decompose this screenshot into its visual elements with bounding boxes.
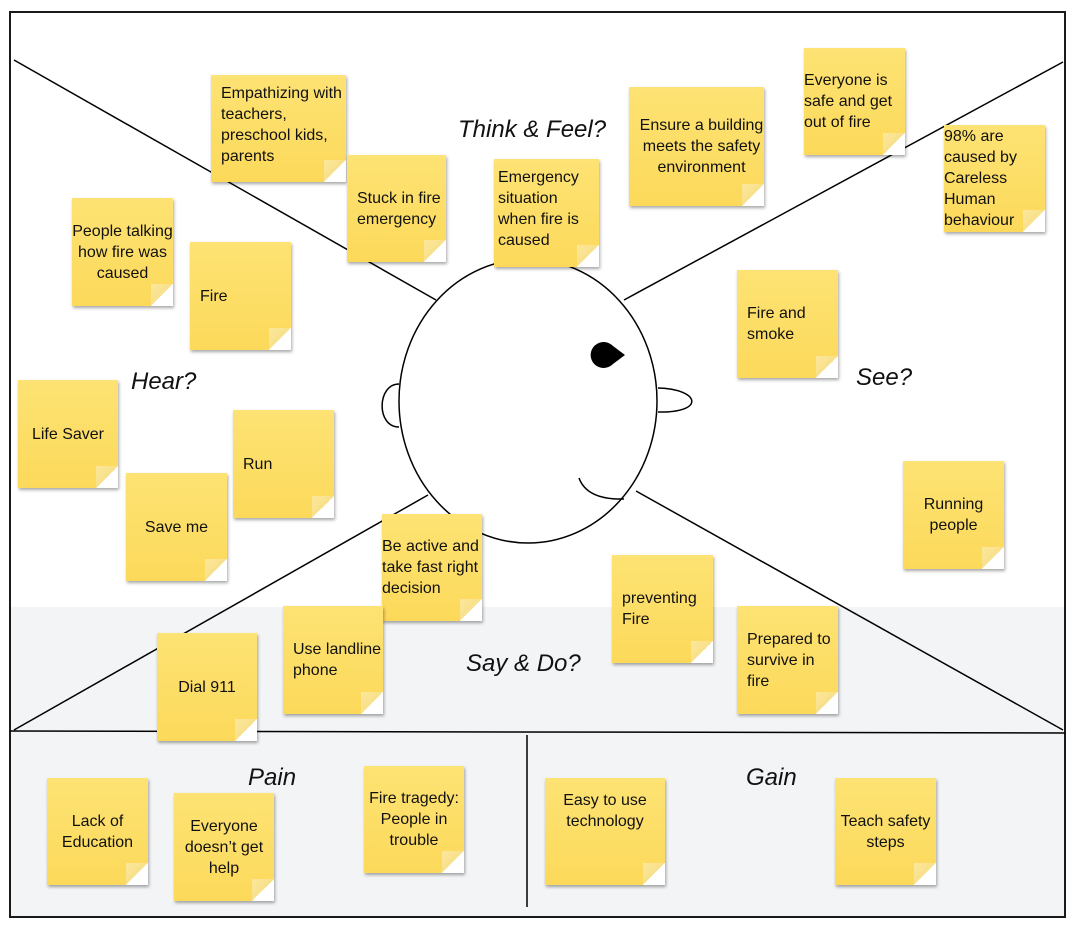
note-text: Ensure a building meets the safety envir…	[639, 117, 764, 176]
note-text: Be active and take fast right decision	[382, 538, 479, 597]
head-right-ear	[657, 387, 693, 413]
note-text: preventing Fire	[622, 590, 697, 628]
note-text: Life Saver	[31, 425, 105, 443]
note-text: Easy to use technology	[563, 792, 647, 830]
note-text: 98% are caused by Careless Human behavio…	[944, 128, 1017, 229]
note-text: Dial 911	[178, 678, 236, 696]
sticky-note-ensure[interactable]: Ensure a building meets the safety envir…	[629, 87, 764, 206]
note-text: Empathizing with teachers, preschool kid…	[221, 85, 342, 165]
sticky-note-fire-smoke[interactable]: Fire and smoke	[737, 270, 838, 378]
sticky-note-help[interactable]: Everyone doesn’t get help	[174, 793, 274, 901]
note-text: Stuck in fire emergency	[357, 189, 441, 228]
head-left-ear	[381, 383, 400, 428]
note-text: Run	[243, 455, 273, 473]
say-do-label: Say & Do?	[466, 650, 581, 677]
pain-label: Pain	[248, 764, 297, 791]
sticky-note-landline[interactable]: Use landline phone	[283, 606, 383, 714]
sticky-note-tragedy[interactable]: Fire tragedy: People in trouble	[364, 766, 464, 873]
gain-label: Gain	[746, 764, 797, 791]
head-smile	[578, 477, 625, 500]
note-text: Everyone is safe and get out of fire	[804, 72, 893, 131]
sticky-note-empathizing[interactable]: Empathizing with teachers, preschool kid…	[211, 75, 346, 182]
see-label: See?	[856, 364, 913, 391]
note-text: Teach safety steps	[840, 812, 931, 851]
sticky-note-people-talking[interactable]: People talking how fire was caused	[72, 198, 173, 306]
note-text: Lack of Education	[61, 812, 134, 851]
sticky-note-teach[interactable]: Teach safety steps	[835, 778, 936, 885]
sticky-note-emergency[interactable]: Emergency situation when fire is caused	[494, 159, 599, 267]
sticky-note-run[interactable]: Run	[233, 410, 334, 518]
sticky-note-running[interactable]: Running people	[903, 461, 1004, 569]
sticky-note-life-saver[interactable]: Life Saver	[18, 380, 118, 488]
diagonal-bottom-right	[635, 490, 1064, 731]
sticky-note-stuck[interactable]: Stuck in fire emergency	[347, 155, 446, 262]
sticky-note-everyone-safe[interactable]: Everyone is safe and get out of fire	[804, 48, 905, 155]
sticky-note-easy[interactable]: Easy to use technology	[545, 778, 665, 885]
note-text: Fire tragedy: People in trouble	[369, 790, 459, 849]
note-text: Emergency situation when fire is caused	[498, 169, 579, 249]
hear-label: Hear?	[131, 368, 197, 395]
note-text: Running people	[923, 496, 984, 534]
note-text: Use landline phone	[293, 641, 382, 679]
outer-border	[9, 11, 1066, 918]
sticky-note-careless[interactable]: 98% are caused by Careless Human behavio…	[944, 125, 1045, 232]
diagonal-bottom-left	[13, 494, 429, 731]
sticky-note-be-active[interactable]: Be active and take fast right decision	[382, 514, 482, 621]
head-circle	[398, 258, 658, 544]
note-text: People talking how fire was caused	[72, 222, 173, 282]
note-text: Prepared to survive in fire	[747, 630, 831, 690]
note-text: Everyone doesn’t get help	[184, 817, 264, 877]
note-text: Save me	[144, 518, 209, 536]
sticky-note-prepared[interactable]: Prepared to survive in fire	[737, 606, 838, 714]
note-text: Fire	[200, 287, 228, 305]
head-eye	[590, 342, 625, 369]
diagonal-top-right	[623, 61, 1064, 301]
sticky-note-save-me[interactable]: Save me	[126, 473, 227, 581]
note-text: Fire and smoke	[747, 305, 806, 343]
sticky-note-education[interactable]: Lack of Education	[47, 778, 148, 885]
sticky-note-fire[interactable]: Fire	[190, 242, 291, 350]
think-feel-label: Think & Feel?	[458, 116, 607, 143]
sticky-note-preventing[interactable]: preventing Fire	[612, 555, 713, 663]
sticky-note-dial[interactable]: Dial 911	[157, 633, 257, 741]
